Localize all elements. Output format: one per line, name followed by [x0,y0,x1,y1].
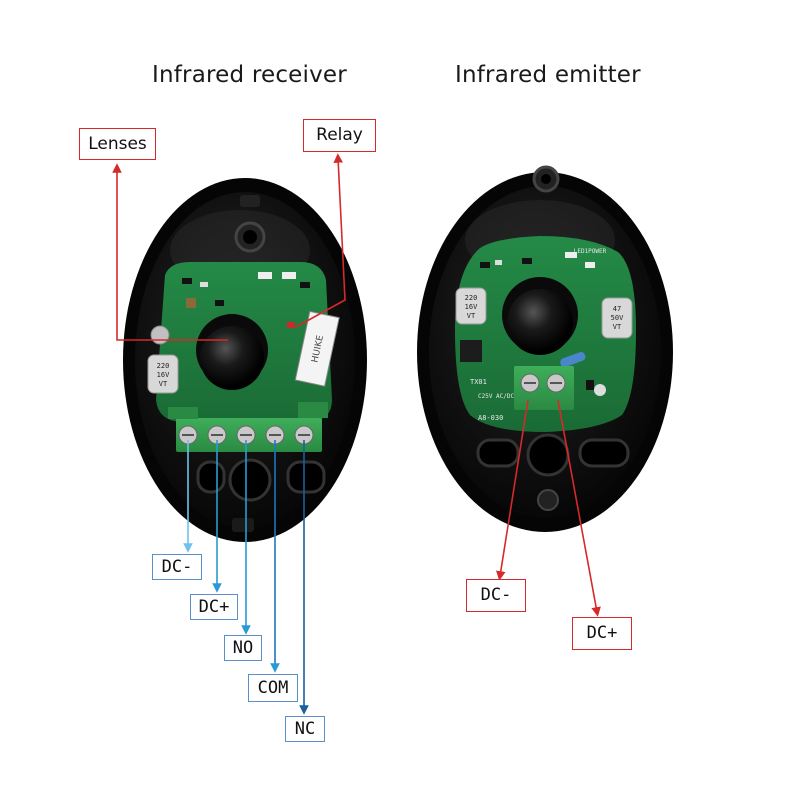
svg-text:VT: VT [467,312,476,320]
emitter-led-label: LED1POWER [574,248,607,255]
emitter-dc-plus-label: DC+ [572,617,632,650]
receiver-dc-minus-label: DC- [152,554,202,580]
emitter-heading: Infrared emitter [455,62,641,88]
relay-label: Relay [303,119,376,152]
emitter-capacitor-right: 47 50V VT [601,297,633,339]
svg-text:VT: VT [159,380,168,388]
emitter-model-label: TX01 [470,378,487,386]
emitter-device: LED1POWER 220 16V VT 47 50V VT TX01 C25V… [417,165,673,532]
receiver-slot-right [286,460,326,494]
lenses-callout-line [112,163,228,341]
receiver-no-label: NO [224,635,262,661]
receiver-heading: Infrared receiver [152,62,347,88]
emitter-volt-label: C25V AC/DC [478,393,515,400]
emitter-part-label: A8-030 [478,414,503,422]
receiver-cable-hole [228,458,272,502]
svg-text:50V: 50V [611,314,624,322]
emitter-slot-right [578,438,630,468]
receiver-relay: HUIKE [294,310,340,387]
emitter-capacitor-left: 220 16V VT [455,287,487,325]
receiver-capacitor: 220 16V VT [147,354,179,394]
receiver-lens [200,326,264,390]
svg-text:VT: VT [613,323,622,331]
svg-text:16V: 16V [465,303,478,311]
svg-text:220: 220 [157,362,170,370]
emitter-dc-minus-label: DC- [466,579,526,612]
emitter-wire-dc-minus [496,399,529,581]
svg-text:16V: 16V [157,371,170,379]
lenses-label: Lenses [79,128,156,160]
receiver-device: 220 16V VT HUIKE [123,178,367,542]
receiver-slot-left [196,460,226,494]
relay-callout-line [295,153,346,328]
emitter-resistor [560,351,586,368]
svg-text:220: 220 [465,294,478,302]
svg-text:47: 47 [613,305,621,313]
receiver-com-label: COM [248,674,298,702]
emitter-lens [507,289,573,355]
emitter-wire-dc-plus [557,399,601,617]
receiver-dc-plus-label: DC+ [190,594,238,620]
emitter-slot-left [476,438,520,468]
receiver-nc-label: NC [285,716,325,742]
emitter-cable-hole [526,433,570,477]
